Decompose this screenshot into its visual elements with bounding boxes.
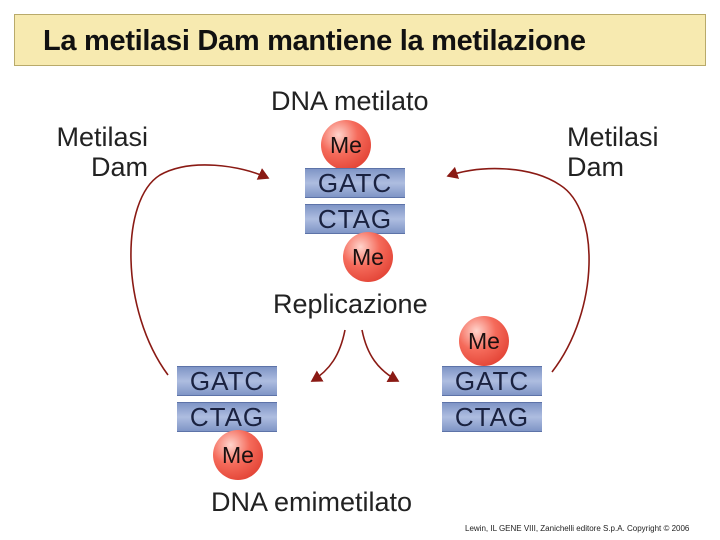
arrow-left-methylation: [130, 164, 270, 376]
strand-ctag: CTAG: [177, 402, 277, 432]
slide-title: La metilasi Dam mantiene la metilazione: [43, 25, 586, 57]
copyright-credit: Lewin, IL GENE VIII, Zanichelli editore …: [465, 524, 690, 533]
strand-gatc: GATC: [177, 366, 277, 396]
enzyme-right-line2: Dam: [567, 152, 625, 182]
enzyme-right-line1: Metilasi: [567, 122, 659, 152]
strand-gatc: GATC: [305, 168, 405, 198]
replication-label: Replicazione: [273, 289, 428, 319]
dna-hemimethylated-left: GATC CTAG: [177, 366, 277, 434]
hemimethylated-dna-label: DNA emimetilato: [211, 487, 413, 517]
title-bar: La metilasi Dam mantiene la metilazione: [14, 14, 706, 66]
arrow-right-methylation: [446, 166, 590, 373]
strand-gatc: GATC: [442, 366, 542, 396]
strand-ctag: CTAG: [305, 204, 405, 234]
arrow-replication-right: [361, 329, 400, 382]
enzyme-left-label: Metilasi Dam: [40, 122, 148, 182]
methyl-group-right-top: Me: [459, 316, 509, 366]
methyl-group-top-strand: Me: [321, 120, 371, 170]
enzyme-right-label: Metilasi Dam: [567, 122, 659, 182]
methyl-group-left-bottom: Me: [213, 430, 263, 480]
methyl-group-bottom-strand: Me: [343, 232, 393, 282]
dna-fully-methylated: GATC CTAG: [305, 168, 405, 236]
arrow-replication-left: [310, 329, 346, 382]
strand-ctag: CTAG: [442, 402, 542, 432]
enzyme-left-line1: Metilasi: [56, 122, 148, 152]
dna-hemimethylated-right: GATC CTAG: [442, 366, 542, 434]
methylated-dna-label: DNA metilato: [271, 86, 429, 116]
enzyme-left-line2: Dam: [90, 152, 148, 182]
